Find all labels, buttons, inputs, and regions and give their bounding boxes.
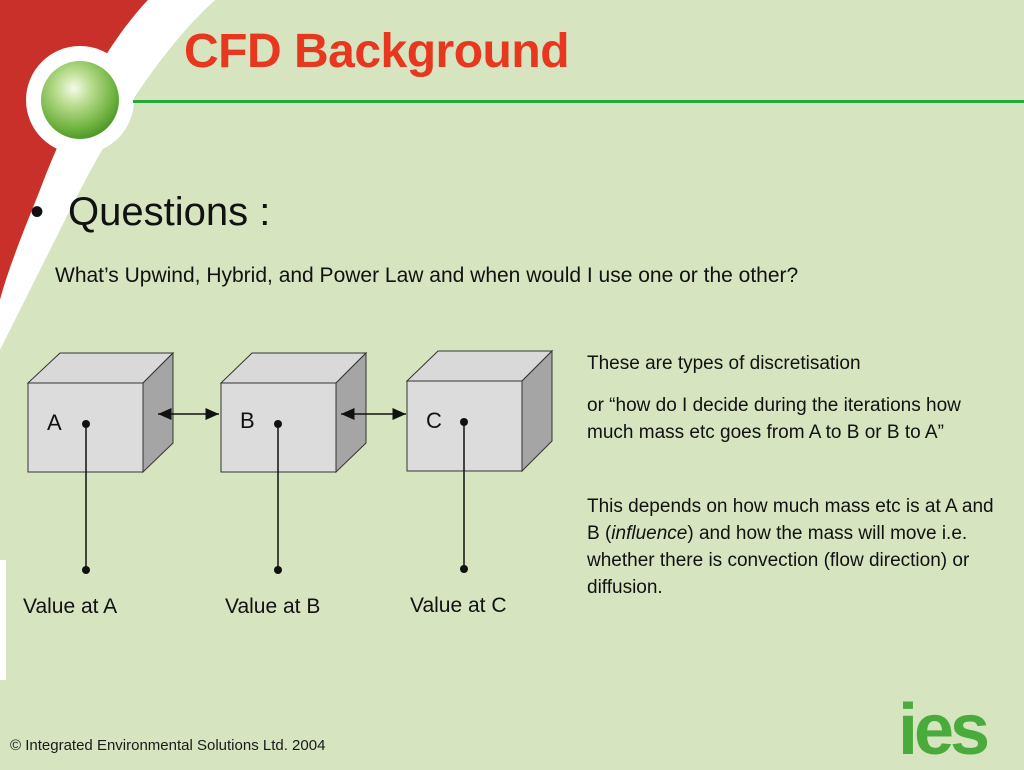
corner-decoration [0,0,215,680]
note-influence-post: ) and how the mass will move i.e. whethe… [587,523,970,598]
ies-logo: ies [898,690,990,770]
note-influence-em: influence [611,523,688,544]
value-line-a [82,420,90,574]
question-text: What’s Upwind, Hybrid, and Power Law and… [55,264,799,287]
note-influence: This depends on how much mass etc is at … [587,493,997,601]
note-influence-pre: This depends on how much mass etc is at … [587,496,994,544]
cells-diagram: A B C [26,349,554,574]
bullet-dot: • [30,190,45,234]
cell-label: C [426,408,442,433]
title-divider [133,100,1024,103]
note-discretisation: These are types of discretisation [587,353,861,374]
value-label-c: Value at C [410,594,507,617]
note-iterations: or “how do I decide during the iteration… [587,395,961,443]
bullet-text: Questions : [68,190,271,234]
cell-a: A [26,351,175,474]
notes-panel: These are types of discretisation or “ho… [587,350,997,601]
cell-label: B [240,408,255,433]
cell-b: B [219,351,368,474]
cell-label: A [47,410,62,435]
cell-c: C [405,349,554,473]
value-label-b: Value at B [225,595,321,618]
value-label-a: Value at A [23,595,118,618]
copyright-footer: © Integrated Environmental Solutions Ltd… [10,737,326,754]
bullet-item: • Questions : [30,190,270,235]
edge-stripe [0,560,6,680]
page-title: CFD Background [184,25,570,78]
value-line-c [460,418,468,573]
orb-icon [41,61,119,139]
value-line-b [274,420,282,574]
